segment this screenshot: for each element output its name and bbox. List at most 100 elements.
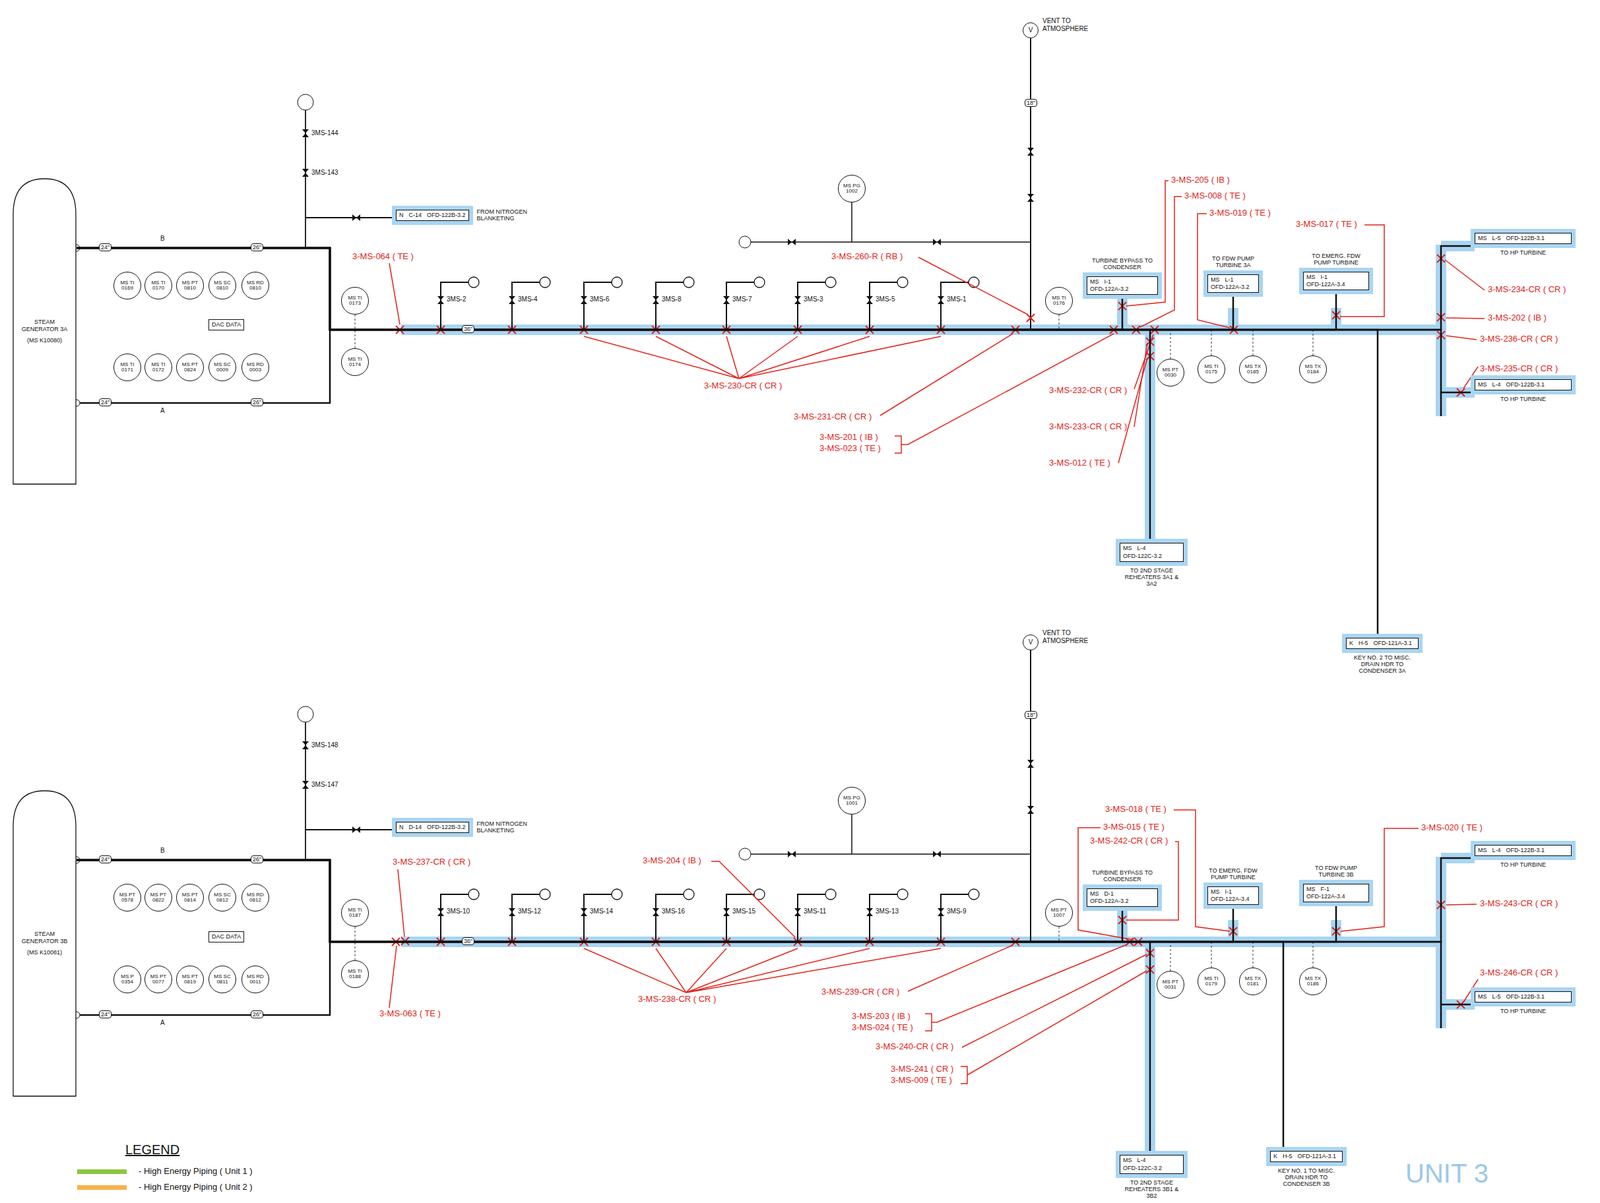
valve-tag: 3MS-7 <box>732 295 752 304</box>
sheet-ref: OFD-122B-3.1 <box>1506 993 1546 1001</box>
instrument-tag: MS PT 0824 <box>179 362 201 374</box>
instrument-tag: MS TI 0187 <box>344 907 366 920</box>
callout-tag: 3-MS-201 ( IB ) <box>819 432 879 443</box>
steam-pipe <box>76 248 1475 393</box>
pipe-size: 24" <box>98 398 112 407</box>
instrument-tag: MS TI 0174 <box>344 356 366 369</box>
callout-tag: 3-MS-203 ( IB ) <box>851 1012 911 1023</box>
instrument-tag: MS TI 0171 <box>116 362 138 374</box>
instrument-bubble: MS TI 0176 <box>1045 287 1073 315</box>
flag-heading: TURBINE BYPASS TO CONDENSER <box>1086 257 1158 272</box>
instrument-tag: MS PT 0031 <box>1159 979 1182 992</box>
callout-tag: 3-MS-009 ( TE ) <box>890 1076 953 1087</box>
steam-pipe <box>76 860 1123 943</box>
instrument-tag: MS PT 0578 <box>116 892 138 904</box>
instrument-tag: MS TI 0188 <box>344 969 366 981</box>
instrument-bubble: MS TX 0181 <box>1239 967 1267 996</box>
valve-tag: A <box>160 1019 165 1028</box>
box-label: DAC DATA <box>211 933 241 941</box>
sheet-ref: MS <box>1477 234 1488 243</box>
flag-heading: TO 2ND STAGE REHEATERS 3B1 & 3B2 <box>1119 1179 1184 1201</box>
destination-flag: KH-5OFD-121A-3.1KEY NO. 2 TO MISC. DRAIN… <box>1345 638 1419 675</box>
sheet-ref: MS <box>1477 993 1488 1001</box>
callout-tag: 3-MS-023 ( TE ) <box>819 444 881 454</box>
sheet-ref: OFD-122A-3.4 <box>1306 281 1346 289</box>
sheet-ref: D-1 <box>1104 890 1115 898</box>
callout-tag: 3-MS-235-CR ( CR ) <box>1479 364 1558 375</box>
instrument-bubble: MS TI 0173 <box>341 287 369 315</box>
valve-tag: 3MS-147 <box>311 781 339 790</box>
pipe-size: 26" <box>250 398 264 407</box>
pipe-size: 26" <box>250 1010 264 1019</box>
instrument-tag: MS TX 0181 <box>1242 976 1264 988</box>
valve-tag: 3MS-14 <box>589 907 613 916</box>
instrument-bubble: MS TI 0179 <box>1197 967 1226 996</box>
steam-generator: STEAM GENERATOR 3B(MS K10081) <box>12 790 77 1098</box>
sheet-ref: OFD-122B-3.2 <box>426 211 466 220</box>
flag-body: MSI-1OFD-122A-3.2 <box>1086 276 1158 296</box>
callout-tag: 3-MS-205 ( IB ) <box>1171 175 1230 186</box>
flag-body: MSL-4OFD-122C-3.2 <box>1119 1155 1184 1175</box>
callout-tag: 3-MS-241 ( CR ) <box>890 1064 954 1075</box>
sheet-ref: MS <box>1122 544 1133 553</box>
instrument-bubble: V <box>1022 634 1039 651</box>
callout-tag: 3-MS-015 ( TE ) <box>1103 822 1165 833</box>
callout-tag: 3-MS-019 ( TE ) <box>1209 208 1271 219</box>
destination-flag: TURBINE BYPASS TO CONDENSER MSI-1OFD-122A… <box>1086 257 1158 295</box>
valve-tag: VENT TO ATMOSPHERE <box>1042 629 1106 645</box>
instrument-bubble: MS TI 0170 <box>144 271 173 300</box>
sheet-ref: L-4 <box>1137 544 1147 553</box>
flag-heading: TO FDW PUMP TURBINE 3A <box>1207 255 1259 270</box>
instrument-bubble: V <box>1022 22 1039 39</box>
destination-flag: TURBINE BYPASS TO CONDENSERMSD-1OFD-122A… <box>1086 869 1158 908</box>
instrument-tag: MS PT 0077 <box>147 974 169 986</box>
instrument-tag: MS PG 1001 <box>841 795 863 807</box>
valve-tag: 3MS-16 <box>661 907 685 916</box>
sheet-ref: OFD-122A-3.2 <box>1089 897 1129 906</box>
pipe-size: 18" <box>1024 98 1038 107</box>
instrument-bubble: MS PT 0822 <box>144 884 173 912</box>
instrument-tag: V <box>1028 639 1034 647</box>
flag-body: NC-14OFD-122B-3.2 <box>395 209 470 222</box>
flag-heading: KEY NO. 1 TO MISC. DRAIN HDR TO CONDENSE… <box>1270 1167 1343 1189</box>
vessel-label: (MS K10080) <box>27 337 63 345</box>
flag-body: MSI-1OFD-122A-3.4 <box>1303 271 1370 291</box>
sheet-ref: L-5 <box>1492 993 1502 1001</box>
destination-flag: TO FDW PUMP TURBINE 3B MSF-1OFD-122A-3.4 <box>1303 864 1370 903</box>
flag-body: MSF-1OFD-122A-3.4 <box>1303 884 1370 904</box>
valve-tag: 3MS-6 <box>589 295 609 304</box>
destination-flag: MSL-5OFD-122B-3.1TO HP TURBINE <box>1474 232 1572 256</box>
pipe-size: 24" <box>98 855 112 864</box>
instrument-tag: MS TX 0185 <box>1242 364 1264 376</box>
sheet-ref: OFD-122A-3.2 <box>1210 283 1250 291</box>
destination-flag: MSL-4OFD-122C-3.2TO 2ND STAGE REHEATERS … <box>1119 543 1184 588</box>
valve-tag: 3MS-12 <box>517 907 542 916</box>
flag-heading: TO FDW PUMP TURBINE 3B <box>1303 864 1370 879</box>
pipe-size: 18" <box>1024 711 1038 720</box>
callout-tag: 3-MS-242-CR ( CR ) <box>1089 836 1168 847</box>
unit-watermark: UNIT 3 <box>1405 1158 1489 1189</box>
instrument-bubble: MS PT 0814 <box>176 884 204 912</box>
instrument-bubble: MS PT 0031 <box>1156 971 1185 999</box>
callout-tag: 3-MS-260-R ( RB ) <box>831 252 903 262</box>
sheet-ref: OFD-121A-3.1 <box>1373 640 1413 648</box>
sheet-ref: MS <box>1306 886 1316 894</box>
instrument-bubble: MS TX 0184 <box>1299 355 1327 384</box>
sheet-ref: OFD-122A-3.2 <box>1089 285 1129 293</box>
sheet-ref: MS <box>1089 890 1100 898</box>
sheet-ref: OFD-122A-3.4 <box>1306 893 1346 901</box>
instrument-bubble: MS RD 0011 <box>241 965 270 994</box>
instrument-bubble: MS TX 0185 <box>1239 355 1267 384</box>
instrument-bubble: MS SC 0009 <box>208 353 237 382</box>
callout-tag: 3-MS-012 ( TE ) <box>1049 458 1111 469</box>
flag-heading: TO EMERG. FDW PUMP TURBINE <box>1303 252 1370 267</box>
instrument-bubble: MS RD 0003 <box>241 353 270 382</box>
steam-pipe <box>76 248 1234 330</box>
steam-pipe <box>76 248 1151 544</box>
callout-tag: 3-MS-240-CR ( CR ) <box>875 1042 954 1053</box>
vessel-label: STEAM GENERATOR 3A <box>15 318 74 334</box>
instrument-bubble: MS PT 0810 <box>176 271 204 300</box>
valve-tag: 3MS-11 <box>803 907 827 916</box>
instrument-bubble: MS RD 0810 <box>241 271 270 300</box>
